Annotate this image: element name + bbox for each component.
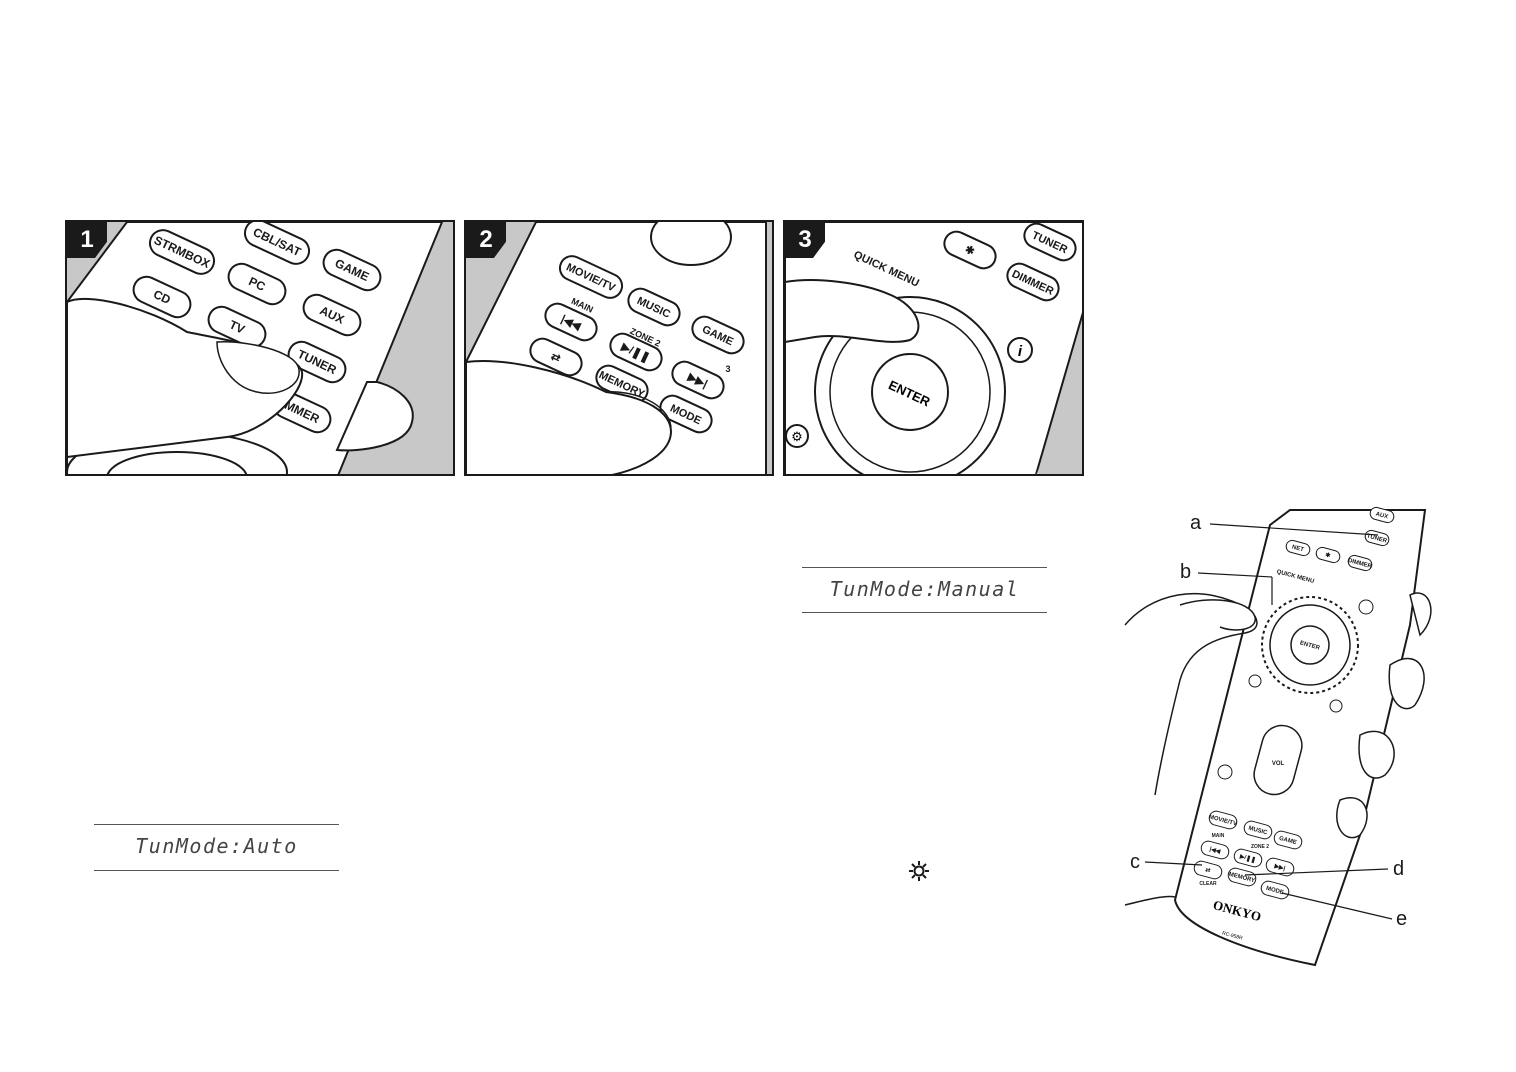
display-manual: TunMode:Manual — [802, 567, 1047, 613]
step-1-badge: 1 — [67, 222, 107, 258]
remote-btn-net: NET — [1291, 545, 1304, 554]
btn-tv: TV — [227, 317, 247, 336]
remote-label-clear: CLEAR — [1199, 881, 1217, 887]
svg-text:⇄: ⇄ — [1205, 865, 1212, 874]
step-3-panel: 3 TUNER ✱ DIMMER QUICK MENU ENTER i ⚙ — [783, 220, 1084, 476]
step-2-panel: 2 MOVIE/TV MUSIC GAME MAIN ZONE 2 3 |◀◀ … — [464, 220, 774, 476]
step-3-illustration: TUNER ✱ DIMMER QUICK MENU ENTER i ⚙ — [785, 222, 1082, 474]
callout-c: c — [1130, 851, 1140, 873]
svg-text:▶▶|: ▶▶| — [1273, 862, 1287, 872]
svg-text:✱: ✱ — [1325, 551, 1332, 559]
callout-d: d — [1393, 858, 1405, 880]
svg-text:⚙: ⚙ — [791, 429, 803, 444]
step-1-panel: 1 STRMBOX CBL/SAT GAME PC CD AUX TV TUNE… — [65, 220, 455, 476]
callout-b: b — [1180, 561, 1192, 583]
remote-btn-tuner: TUNER — [1366, 533, 1388, 544]
step-1-illustration: STRMBOX CBL/SAT GAME PC CD AUX TV TUNER … — [67, 222, 444, 474]
btn-pc: PC — [246, 274, 267, 294]
remote-label-vol: VOL — [1272, 761, 1285, 767]
remote-label-main: MAIN — [1212, 833, 1225, 839]
remote-btn-enter: ENTER — [1299, 640, 1321, 651]
display-auto: TunMode:Auto — [94, 824, 339, 871]
step-2-illustration: MOVIE/TV MUSIC GAME MAIN ZONE 2 3 |◀◀ ▶/… — [466, 222, 767, 474]
svg-text:i: i — [1018, 343, 1023, 360]
callout-a: a — [1190, 512, 1202, 534]
display-auto-text: TunMode:Auto — [135, 834, 298, 858]
gear-icon — [909, 861, 929, 881]
remote-btn-aux: AUX — [1375, 511, 1389, 520]
remote-btn-music: MUSIC — [1248, 826, 1269, 837]
remote-model: RC-958R — [1221, 930, 1243, 941]
svg-text:⇄: ⇄ — [549, 351, 562, 366]
svg-text:▶/❚❚: ▶/❚❚ — [1238, 853, 1257, 864]
callout-e: e — [1396, 908, 1408, 930]
svg-text:✱: ✱ — [963, 244, 976, 259]
btn-cd: CD — [151, 287, 173, 307]
label-3: 3 — [725, 364, 730, 374]
remote-btn-game: GAME — [1278, 836, 1297, 846]
display-manual-text: TunMode:Manual — [829, 577, 1020, 601]
remote-label-zone2: ZONE 2 — [1251, 844, 1269, 850]
svg-text:|◀◀: |◀◀ — [1209, 846, 1222, 856]
remote-illustration: AUX TUNER NET ✱ DIMMER QUICK MENU ENTER … — [1124, 506, 1432, 967]
remote-btn-mode: MODE — [1265, 886, 1284, 896]
